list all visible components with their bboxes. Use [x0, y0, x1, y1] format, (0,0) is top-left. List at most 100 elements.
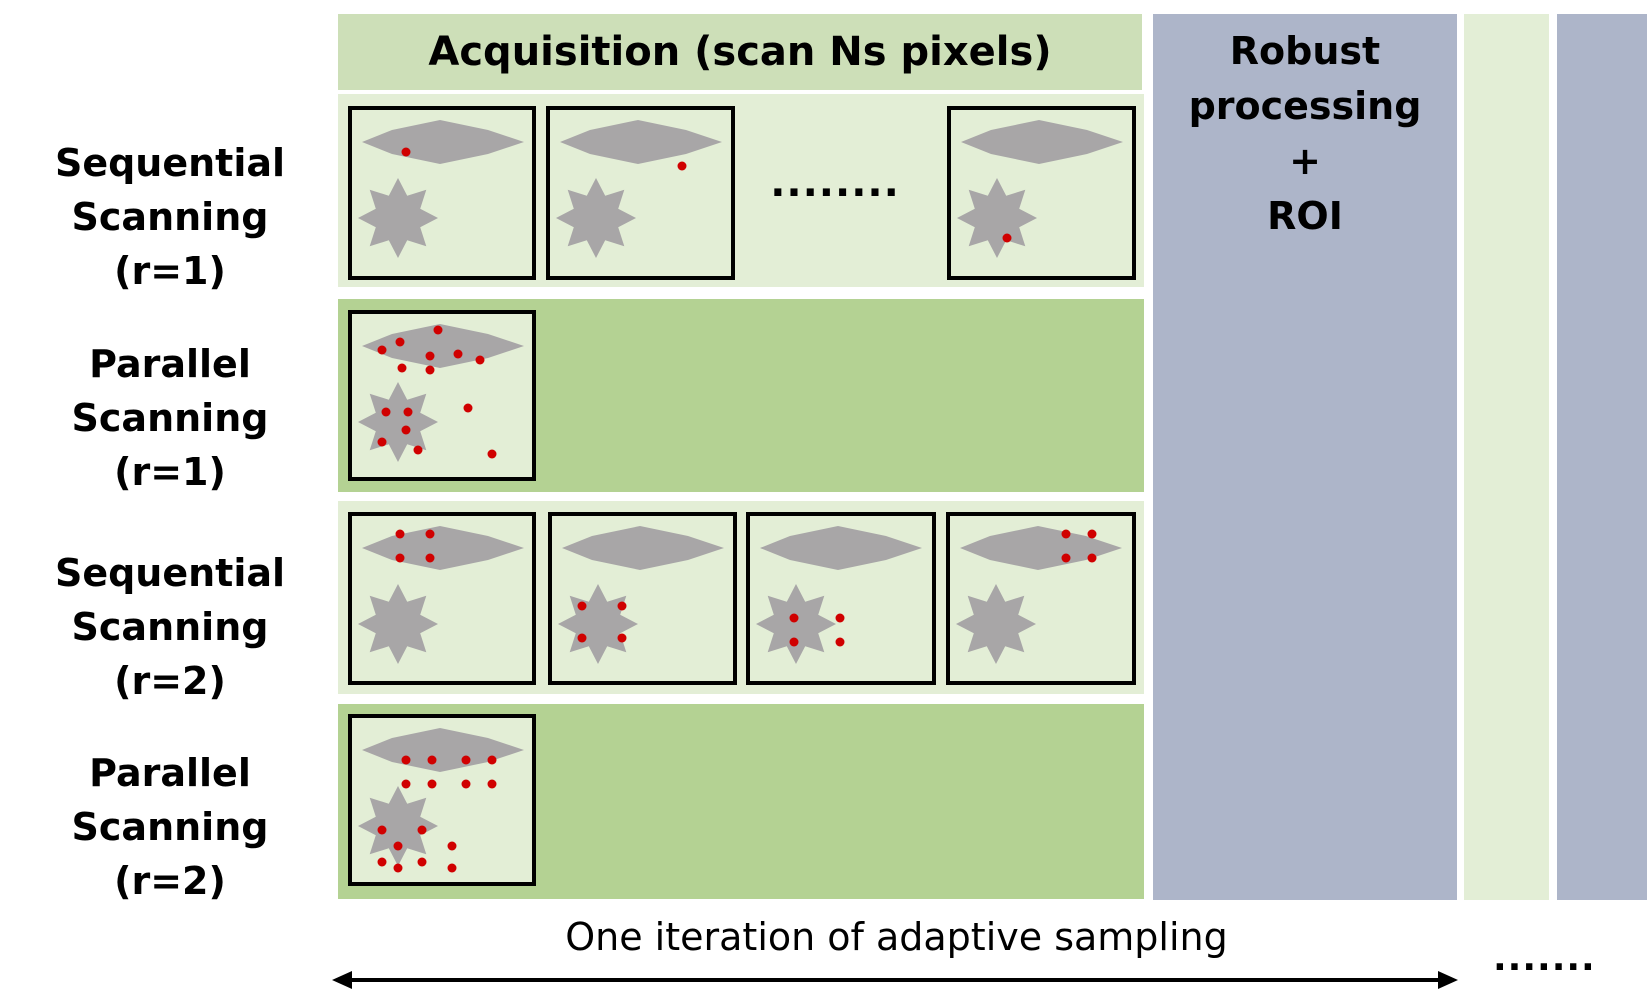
scan-point — [461, 779, 471, 789]
scan-point — [427, 779, 437, 789]
octagram-star-shape — [558, 584, 638, 664]
row-label-line: Scanning (r=1) — [71, 396, 269, 494]
elongated-star-shape — [362, 120, 524, 164]
scan-point — [577, 633, 587, 643]
specimen-canvas — [556, 120, 722, 258]
octagram-star-shape — [957, 178, 1037, 258]
row-label-line: Scanning (r=2) — [71, 805, 269, 903]
scan-point — [835, 637, 845, 647]
robust-line-1: Robust — [1229, 29, 1381, 73]
octagram-star-shape — [556, 178, 636, 258]
trailing-ellipsis: ....... — [1493, 938, 1596, 979]
next-acquisition-column — [1464, 14, 1549, 900]
scan-point — [417, 857, 427, 867]
row-label-line: Scanning (r=1) — [71, 195, 269, 293]
scan-point — [425, 553, 435, 563]
robust-line-3: + — [1289, 139, 1321, 183]
row-label-sequential-r1: Sequential Scanning (r=1) — [20, 136, 320, 298]
row-label-line: Parallel — [89, 342, 251, 386]
specimen-canvas — [358, 324, 524, 462]
scan-point — [377, 345, 387, 355]
row-label-parallel-r2: Parallel Scanning (r=2) — [20, 746, 320, 908]
row-label-line: Sequential — [54, 551, 286, 595]
scan-point — [425, 365, 435, 375]
specimen-canvas — [957, 120, 1123, 258]
elongated-star-shape — [562, 526, 724, 570]
scan-frame — [947, 106, 1136, 280]
elongated-star-shape — [362, 324, 524, 368]
row-label-parallel-r1: Parallel Scanning (r=1) — [20, 337, 320, 499]
scan-point — [487, 779, 497, 789]
scan-point — [427, 755, 437, 765]
acquisition-header-band — [338, 14, 1142, 90]
scan-point — [401, 779, 411, 789]
specimen-canvas — [756, 526, 922, 664]
octagram-star-shape — [358, 382, 438, 462]
scan-point — [789, 613, 799, 623]
frames-ellipsis: ........ — [770, 160, 900, 206]
robust-line-2: processing — [1188, 84, 1422, 128]
octagram-star-shape — [756, 584, 836, 664]
scan-point — [381, 407, 391, 417]
scan-point — [425, 351, 435, 361]
scan-point — [401, 425, 411, 435]
scan-point — [377, 857, 387, 867]
scan-point — [403, 407, 413, 417]
elongated-star-shape — [362, 526, 524, 570]
specimen-canvas — [358, 728, 524, 873]
scan-point — [1087, 529, 1097, 539]
row-label-sequential-r2: Sequential Scanning (r=2) — [20, 546, 320, 708]
specimen-canvas — [956, 526, 1122, 664]
acquisition-header-title: Acquisition (scan Ns pixels) — [428, 29, 1052, 75]
scan-point — [677, 161, 687, 171]
next-processing-column — [1557, 14, 1647, 900]
scan-point — [401, 755, 411, 765]
scan-point — [453, 349, 463, 359]
elongated-star-shape — [960, 526, 1122, 570]
specimen-canvas — [558, 526, 724, 664]
scan-point — [393, 863, 403, 873]
iteration-double-arrow — [332, 971, 1458, 989]
scan-point — [447, 863, 457, 873]
scan-frame — [348, 512, 536, 685]
iteration-caption: One iteration of adaptive sampling — [565, 915, 1228, 959]
scan-frame — [348, 714, 536, 886]
scan-point — [417, 825, 427, 835]
scan-point — [617, 633, 627, 643]
scan-point — [377, 437, 387, 447]
scan-point — [395, 529, 405, 539]
octagram-star-shape — [358, 786, 438, 866]
specimen-canvas — [358, 526, 524, 664]
scan-point — [487, 755, 497, 765]
scan-point — [461, 755, 471, 765]
scan-point — [487, 449, 497, 459]
row-label-line: Parallel — [89, 751, 251, 795]
scan-point — [577, 601, 587, 611]
scan-point — [475, 355, 485, 365]
scan-frame — [548, 512, 737, 685]
scan-point — [447, 841, 457, 851]
elongated-star-shape — [760, 526, 922, 570]
robust-line-4: ROI — [1267, 194, 1343, 238]
scan-point — [835, 613, 845, 623]
scan-point — [1087, 553, 1097, 563]
scan-point — [395, 553, 405, 563]
row-label-line: Sequential — [54, 141, 286, 185]
robust-processing-label: Robust processing + ROI — [1153, 24, 1457, 244]
elongated-star-shape — [560, 120, 722, 164]
scan-point — [1061, 529, 1071, 539]
scan-frame — [746, 512, 936, 685]
scan-point — [789, 637, 799, 647]
scan-point — [617, 601, 627, 611]
octagram-star-shape — [956, 584, 1036, 664]
scan-point — [463, 403, 473, 413]
scan-frame — [348, 310, 536, 481]
row-label-line: Scanning (r=2) — [71, 605, 269, 703]
elongated-star-shape — [961, 120, 1123, 164]
scan-frame — [946, 512, 1136, 685]
scan-point — [1061, 553, 1071, 563]
scan-point — [377, 825, 387, 835]
scan-point — [1002, 233, 1012, 243]
scan-frame — [348, 106, 536, 280]
scan-point — [433, 325, 443, 335]
